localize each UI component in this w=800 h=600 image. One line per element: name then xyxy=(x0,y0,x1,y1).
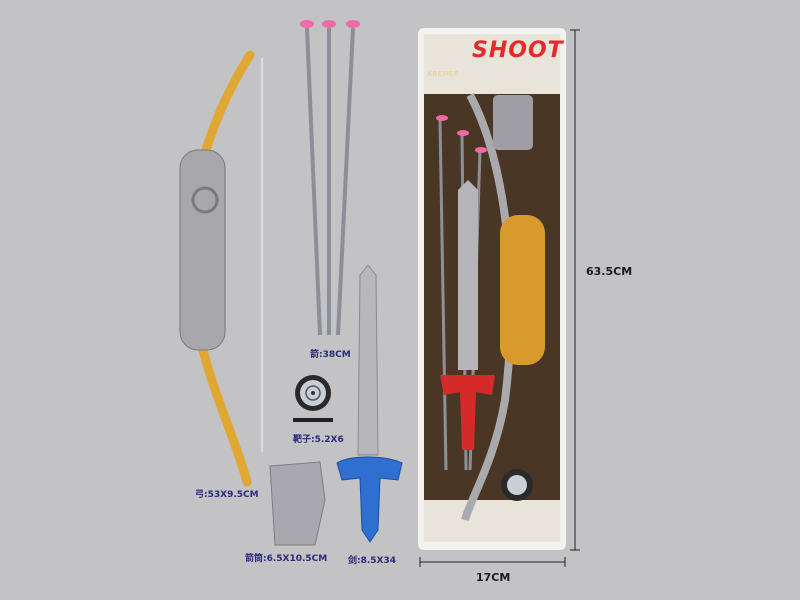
bow xyxy=(179,50,263,487)
package-card xyxy=(418,28,566,550)
quiver-label: 箭筒:6.5X10.5CM xyxy=(245,554,328,564)
target xyxy=(293,375,333,422)
quiver xyxy=(269,461,326,546)
arrow-tip xyxy=(300,20,314,28)
arrow-tip xyxy=(346,20,360,28)
bow-grip xyxy=(179,149,226,351)
arrow-tip xyxy=(322,20,336,28)
sword-label: 剑:8.5X34 xyxy=(348,556,397,566)
bow-label: 弓:53X9.5CM xyxy=(195,490,259,500)
arrow-label: 箭:38CM xyxy=(310,350,351,360)
sword xyxy=(336,264,403,543)
package-title: SHOOT xyxy=(472,38,564,63)
target-label: 靶子:5.2X6 xyxy=(293,435,344,445)
height-dimension: 63.5CM xyxy=(586,265,633,278)
width-dimension: 17CM xyxy=(476,571,511,584)
arrows xyxy=(300,20,360,336)
dimension-lines xyxy=(419,29,580,567)
package-logo: ARCHER xyxy=(427,70,459,78)
